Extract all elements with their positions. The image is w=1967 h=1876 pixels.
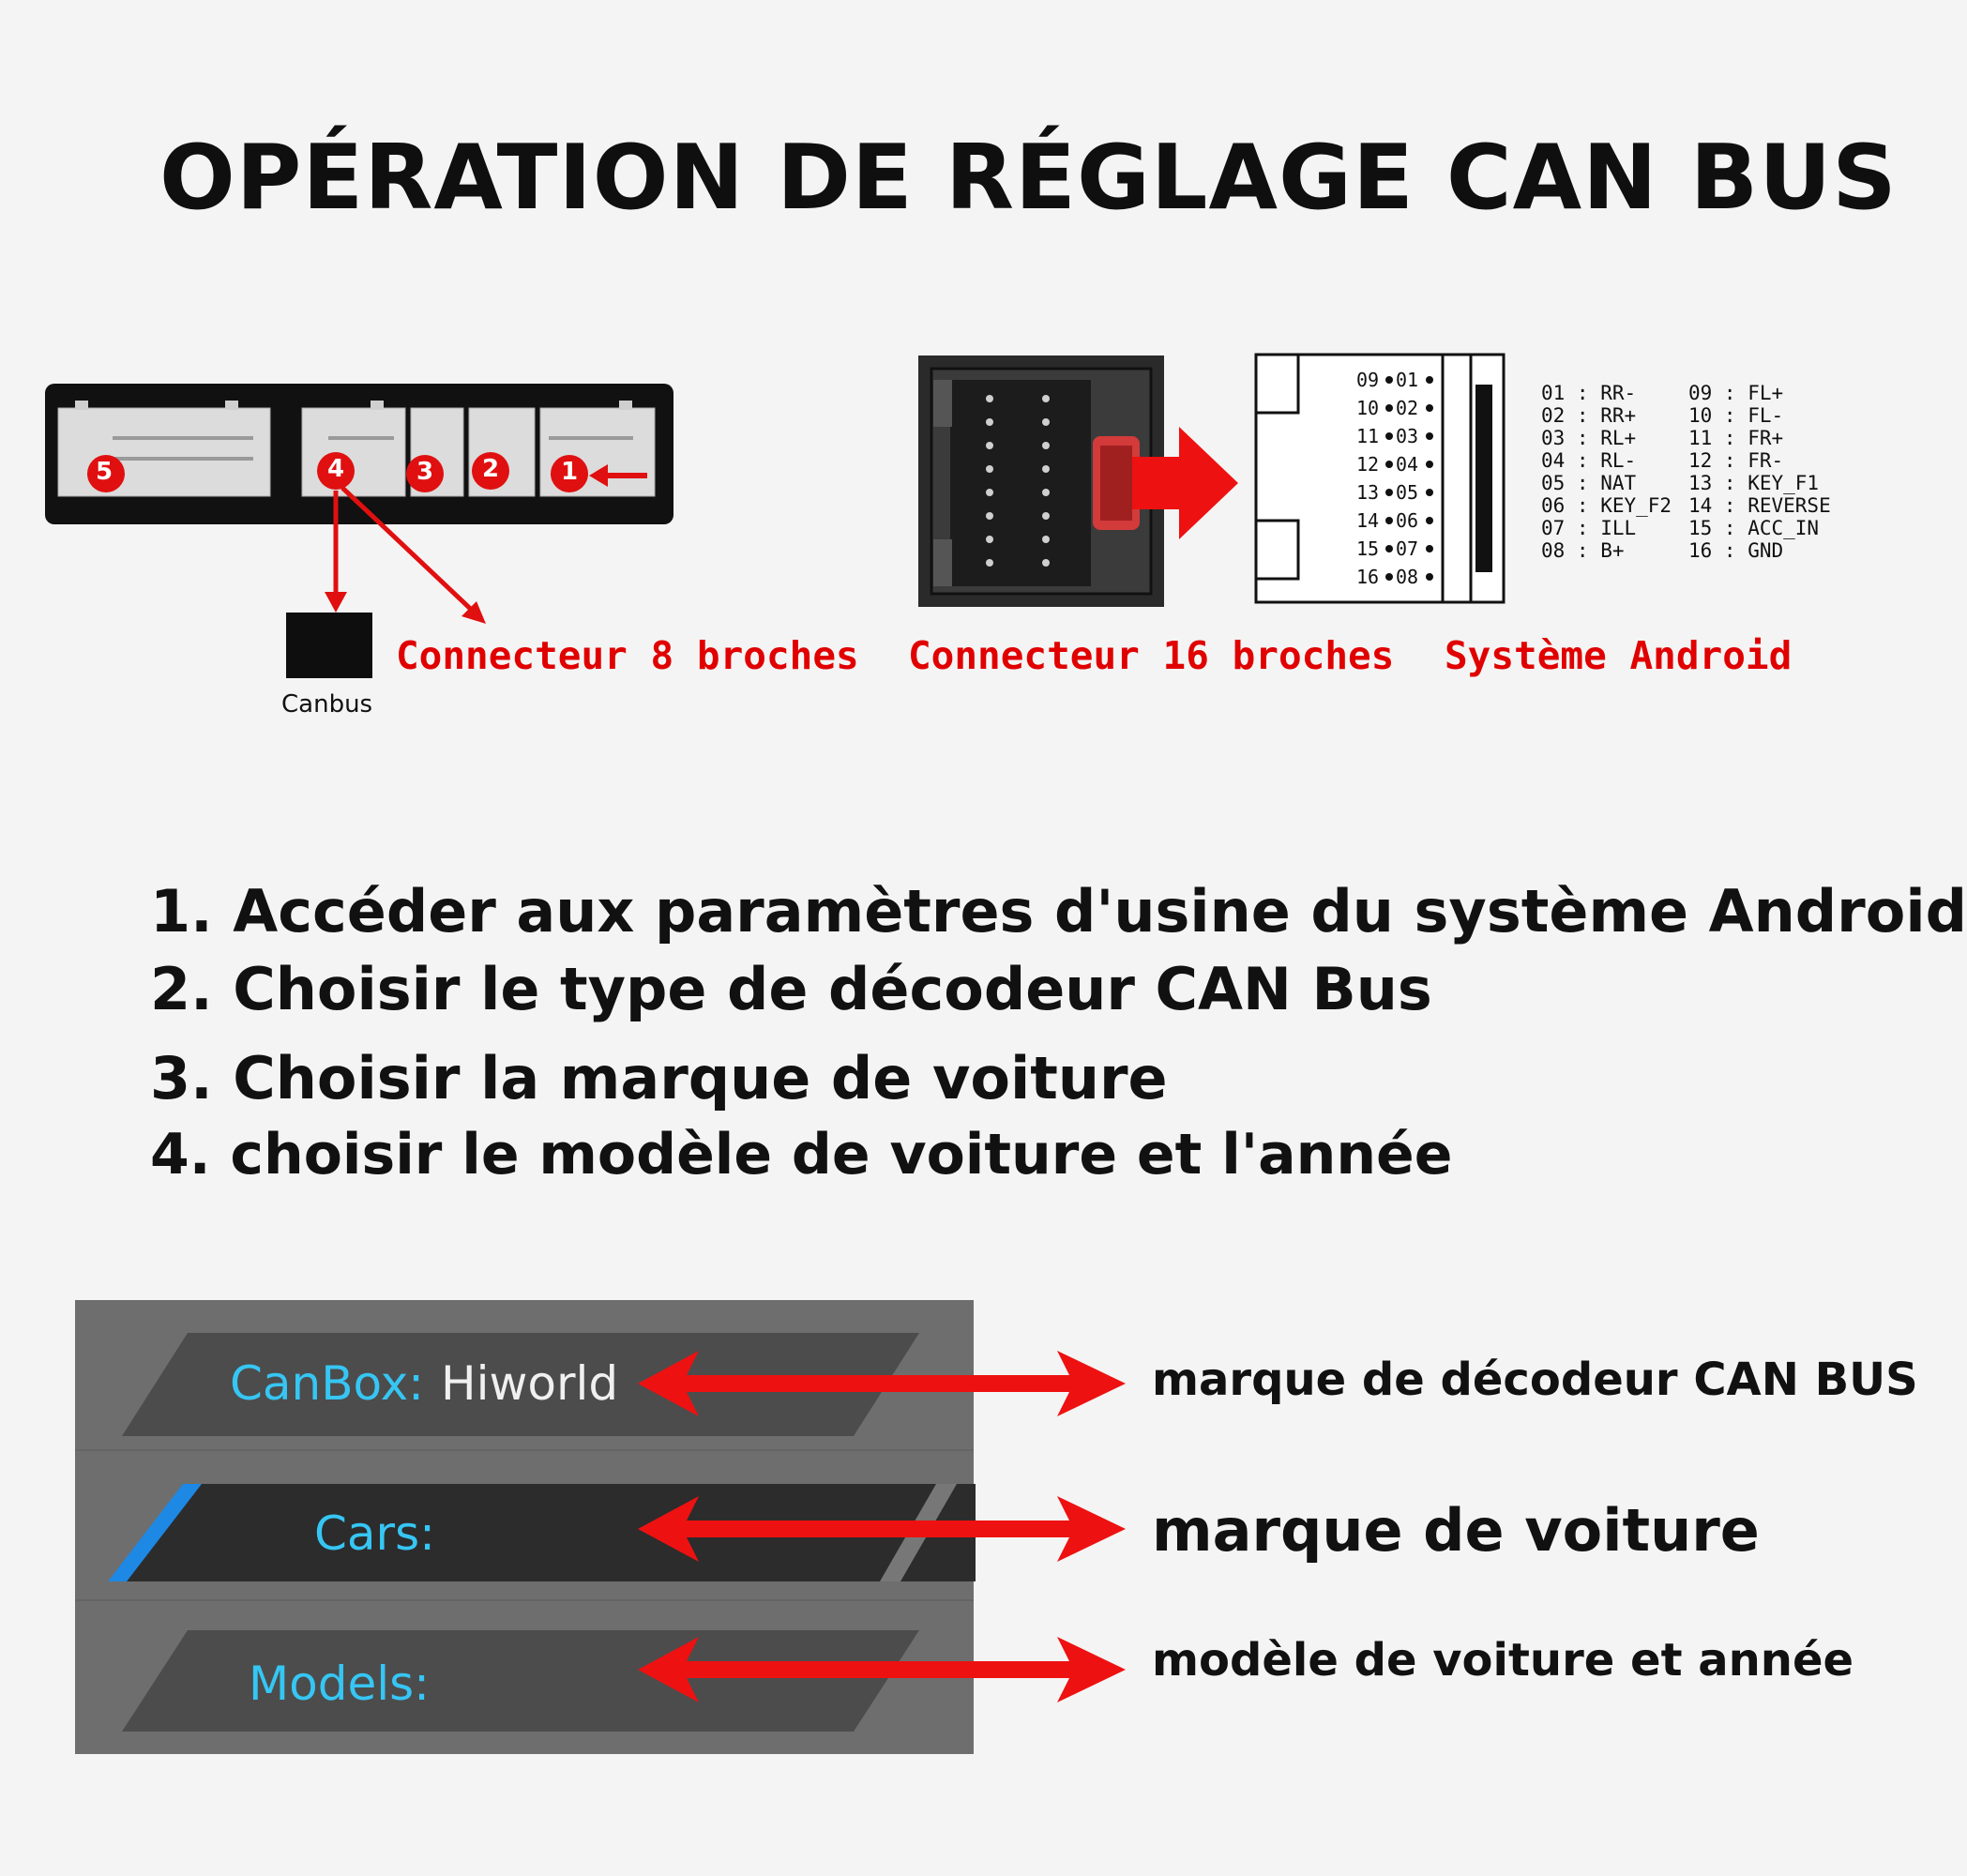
- pin-label-right: 03: [1396, 425, 1418, 447]
- annotation-car-brand: marque de voiture: [1152, 1496, 1760, 1565]
- pin-dot: [1385, 489, 1393, 496]
- pin-label-left: 13: [1356, 481, 1379, 504]
- pin-dot: [1426, 404, 1433, 412]
- step-4: 4. choisir le modèle de voiture et l'ann…: [150, 1122, 1453, 1188]
- connector-number-2: 2: [482, 455, 500, 483]
- models-label[interactable]: Models:: [249, 1657, 431, 1711]
- connector-number-3: 3: [416, 458, 434, 486]
- pin-dot: [1426, 517, 1433, 524]
- arrow-right-icon: [1132, 427, 1238, 539]
- connector-number-4: 4: [327, 455, 345, 483]
- annotation-car-model-year: modèle de voiture et année: [1152, 1634, 1854, 1687]
- step-2: 2. Choisir le type de décodeur CAN Bus: [150, 955, 1432, 1023]
- canbox-label: CanBox:: [230, 1356, 425, 1411]
- pin-dot: [1426, 376, 1433, 384]
- pinout-list-right: 09 : FL+ 10 : FL- 11 : FR+ 12 : FR- 13 :…: [1688, 382, 1831, 562]
- cars-label[interactable]: Cars:: [314, 1506, 436, 1561]
- pin-label-right: 04: [1396, 453, 1418, 476]
- connector-number-1: 1: [561, 458, 579, 486]
- pin-label-left: 09: [1356, 369, 1379, 391]
- pin-label-left: 14: [1356, 509, 1379, 532]
- pin-dot: [1385, 461, 1393, 468]
- step-3: 3. Choisir la marque de voiture: [150, 1044, 1168, 1112]
- pin-label-left: 15: [1356, 537, 1379, 560]
- pin-label-right: 05: [1396, 481, 1418, 504]
- pin-label-left: 12: [1356, 453, 1379, 476]
- pin-dot: [1385, 404, 1393, 412]
- canbox-value[interactable]: Hiworld: [441, 1356, 619, 1411]
- pin-diagram: 09 01 10 02 11 03 12 04 13 05 14 06 15 07 16 08: [1254, 353, 1506, 604]
- sixteen-pin-connector-illustration: [918, 356, 1238, 607]
- pin-dot: [1385, 517, 1393, 524]
- page-title: OPÉRATION DE RÉGLAGE CAN BUS: [159, 127, 1898, 230]
- steps-list: 1. Accéder aux paramètres d'usine du sys…: [150, 877, 1967, 1188]
- pin-label-right: 08: [1396, 566, 1418, 588]
- pin-dot: [1385, 573, 1393, 581]
- pin-dot: [1426, 545, 1433, 552]
- pin-dot: [1426, 573, 1433, 581]
- pin-dot: [1385, 432, 1393, 440]
- pin-label-left: 11: [1356, 425, 1379, 447]
- canbus-box: [286, 613, 372, 678]
- pin-label-left: 10: [1356, 397, 1379, 419]
- connector-number-markers: [87, 452, 588, 492]
- double-arrows: [638, 1351, 1126, 1702]
- step-1: 1. Accéder aux paramètres d'usine du sys…: [150, 877, 1967, 946]
- label-8-pin-connector: Connecteur 8 broches: [396, 633, 859, 678]
- pin-label-right: 02: [1396, 397, 1418, 419]
- pin-label-right: 06: [1396, 509, 1418, 532]
- pin-dot: [1426, 432, 1433, 440]
- pin-label-left: 16: [1356, 566, 1379, 588]
- pin-dot: [1385, 376, 1393, 384]
- pin-label-right: 01: [1396, 369, 1418, 391]
- pinout-list-left: 01 : RR- 02 : RR+ 03 : RL+ 04 : RL- 05 :…: [1541, 382, 1672, 562]
- label-android-system: Système Android: [1445, 633, 1793, 678]
- connector-number-5: 5: [96, 458, 113, 486]
- canbus-label: Canbus: [281, 690, 373, 719]
- pin-dot: [1385, 545, 1393, 552]
- pin-label-right: 07: [1396, 537, 1418, 560]
- pin-dot: [1426, 489, 1433, 496]
- connector-block-illustration: [45, 384, 673, 678]
- annotation-decoder-brand: marque de décodeur CAN BUS: [1152, 1354, 1918, 1406]
- pin-dot: [1426, 461, 1433, 468]
- label-16-pin-connector: Connecteur 16 broches: [908, 633, 1395, 678]
